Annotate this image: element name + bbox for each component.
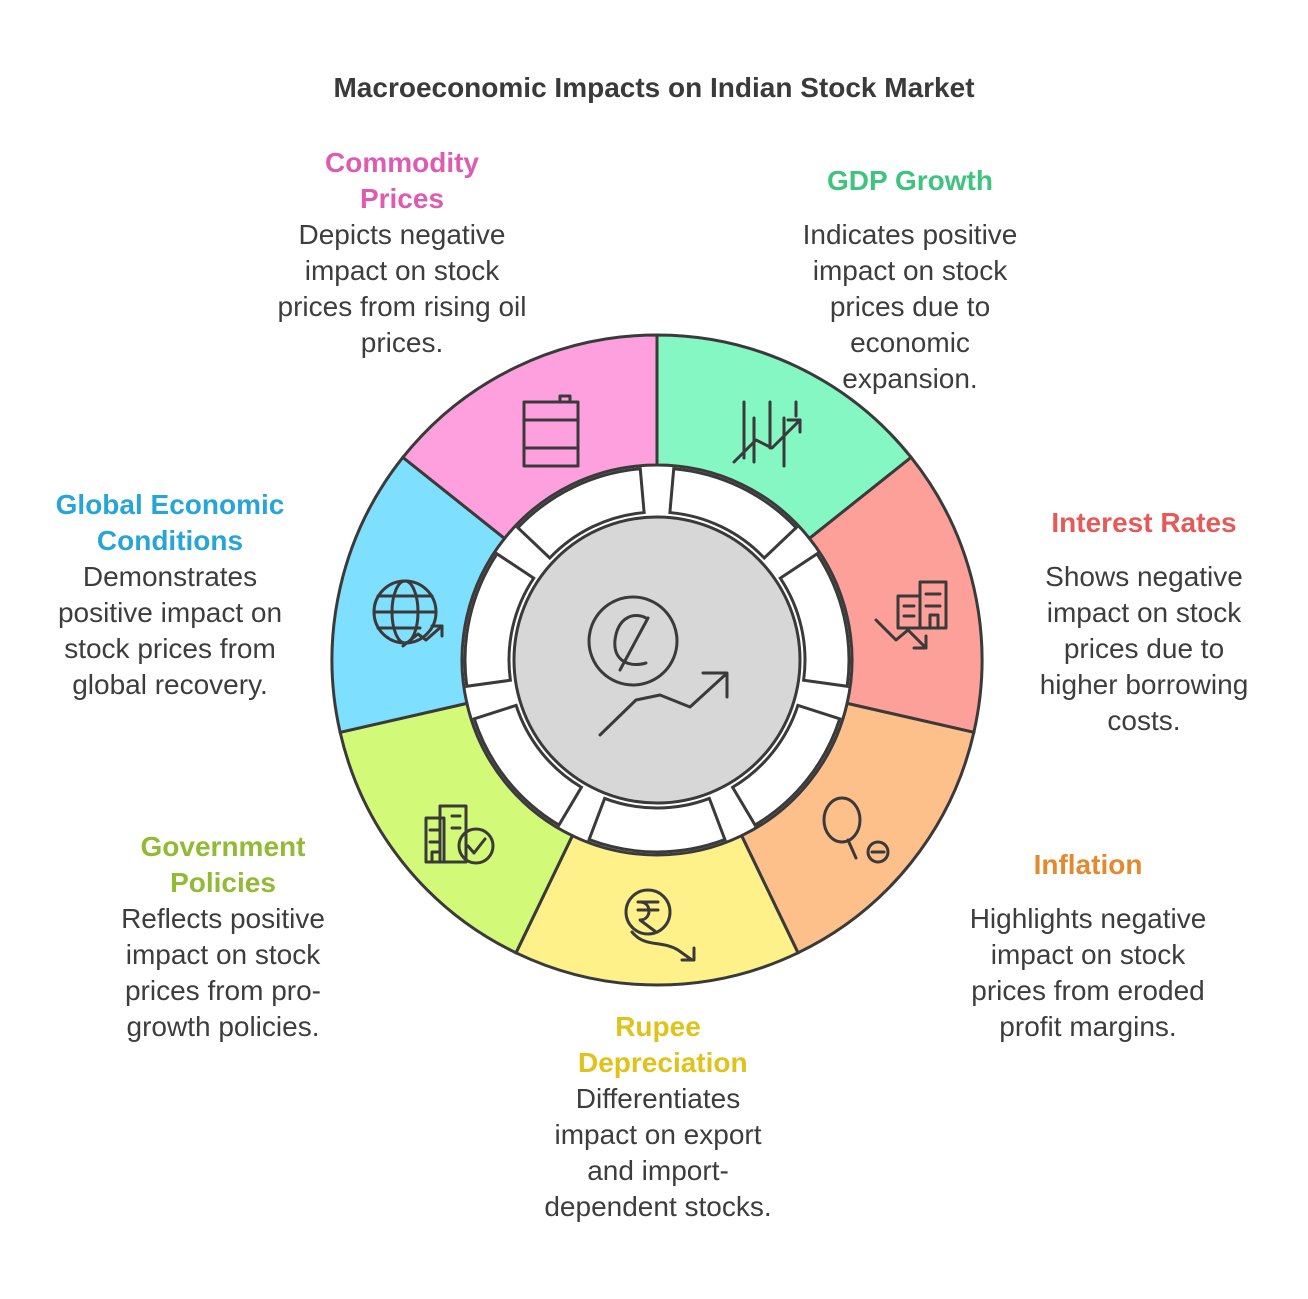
heading-inflation: Inflation [1033, 849, 1143, 880]
description-global-economic-conditions: Demonstrates positive impact on stock pr… [57, 561, 283, 700]
rupee-trend-down-icon [624, 888, 696, 962]
label-commodity-prices: Commodity Prices Depicts negative impact… [262, 145, 542, 361]
building-check-icon [424, 804, 495, 865]
ring-notch-inflation [730, 703, 842, 828]
oil-barrel-icon [522, 394, 580, 468]
description-gdp-growth: Indicates positive impact on stock price… [802, 219, 1018, 394]
heading-rupee-depreciation: Rupee Depreciation [578, 1011, 748, 1078]
ring-notch-interest [778, 551, 851, 688]
label-rupee-depreciation: Rupee Depreciation Differentiates impact… [523, 1009, 793, 1225]
diagram-title: Macroeconomic Impacts on Indian Stock Ma… [333, 72, 975, 103]
description-interest-rates: Shows negative impact on stock prices du… [1039, 561, 1249, 736]
balloon-money-icon [822, 796, 890, 864]
building-trend-down-icon [874, 580, 948, 650]
label-inflation: Inflation Highlights negative impact on … [950, 847, 1226, 1045]
center-hub [512, 515, 802, 805]
ring-notch-commodity [515, 467, 646, 561]
ring-notch-global [463, 551, 536, 688]
label-gdp-growth: GDP Growth Indicates positive impact on … [760, 163, 1060, 397]
label-interest-rates: Interest Rates Shows negative impact on … [1010, 505, 1278, 739]
rupee-trend-icon [587, 595, 729, 737]
heading-commodity-prices: Commodity Prices [325, 147, 479, 214]
ring-notch-gdp [668, 467, 799, 561]
segment-commodity [400, 333, 659, 541]
description-commodity-prices: Depicts negative impact on stock prices … [277, 219, 527, 358]
description-government-policies: Reflects positive impact on stock prices… [121, 903, 325, 1042]
label-government-policies: Government Policies Reflects positive im… [90, 829, 356, 1045]
chart-trend-up-icon [732, 400, 802, 468]
ring-notch-gov [472, 703, 584, 828]
ring-notch-rupee [587, 796, 727, 854]
heading-interest-rates: Interest Rates [1051, 507, 1237, 538]
heading-government-policies: Government Policies [140, 831, 306, 898]
heading-gdp-growth: GDP Growth [827, 165, 993, 196]
description-inflation: Highlights negative impact on stock pric… [969, 903, 1207, 1042]
heading-global-economic-conditions: Global Economic Conditions [55, 489, 285, 556]
globe-trend-icon [372, 579, 444, 648]
label-global-economic-conditions: Global Economic Conditions Demonstrates … [30, 487, 310, 703]
description-rupee-depreciation: Differentiates impact on export and impo… [544, 1083, 772, 1222]
